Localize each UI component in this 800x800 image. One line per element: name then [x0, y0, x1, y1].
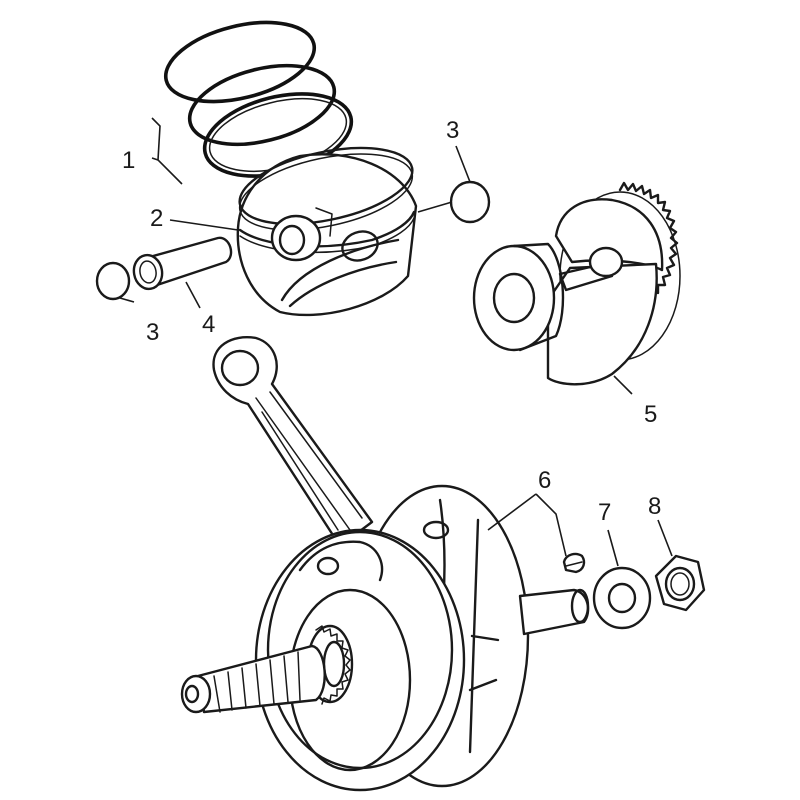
callout-2: 2 — [150, 205, 163, 232]
circlip-left — [95, 261, 131, 301]
callout-6: 6 — [538, 467, 551, 494]
callout-5: 5 — [644, 401, 657, 428]
piston — [236, 146, 418, 317]
callout-labels: 1 2 3 3 4 5 6 7 8 — [122, 117, 661, 526]
hex-nut — [654, 554, 706, 612]
callout-7: 7 — [598, 499, 611, 526]
piston-pin — [132, 236, 233, 291]
connecting-rod — [212, 336, 374, 548]
callout-3-right: 3 — [446, 117, 459, 144]
callout-8: 8 — [648, 493, 661, 520]
woodruff-key — [562, 552, 586, 574]
balancer-shaft — [472, 181, 681, 386]
crankshaft — [180, 484, 590, 792]
callout-3-left: 3 — [146, 319, 159, 346]
washer — [592, 566, 652, 630]
leader-lines — [119, 117, 673, 567]
callout-1: 1 — [122, 147, 135, 174]
callout-4: 4 — [202, 311, 215, 338]
circlip-right — [449, 180, 491, 224]
